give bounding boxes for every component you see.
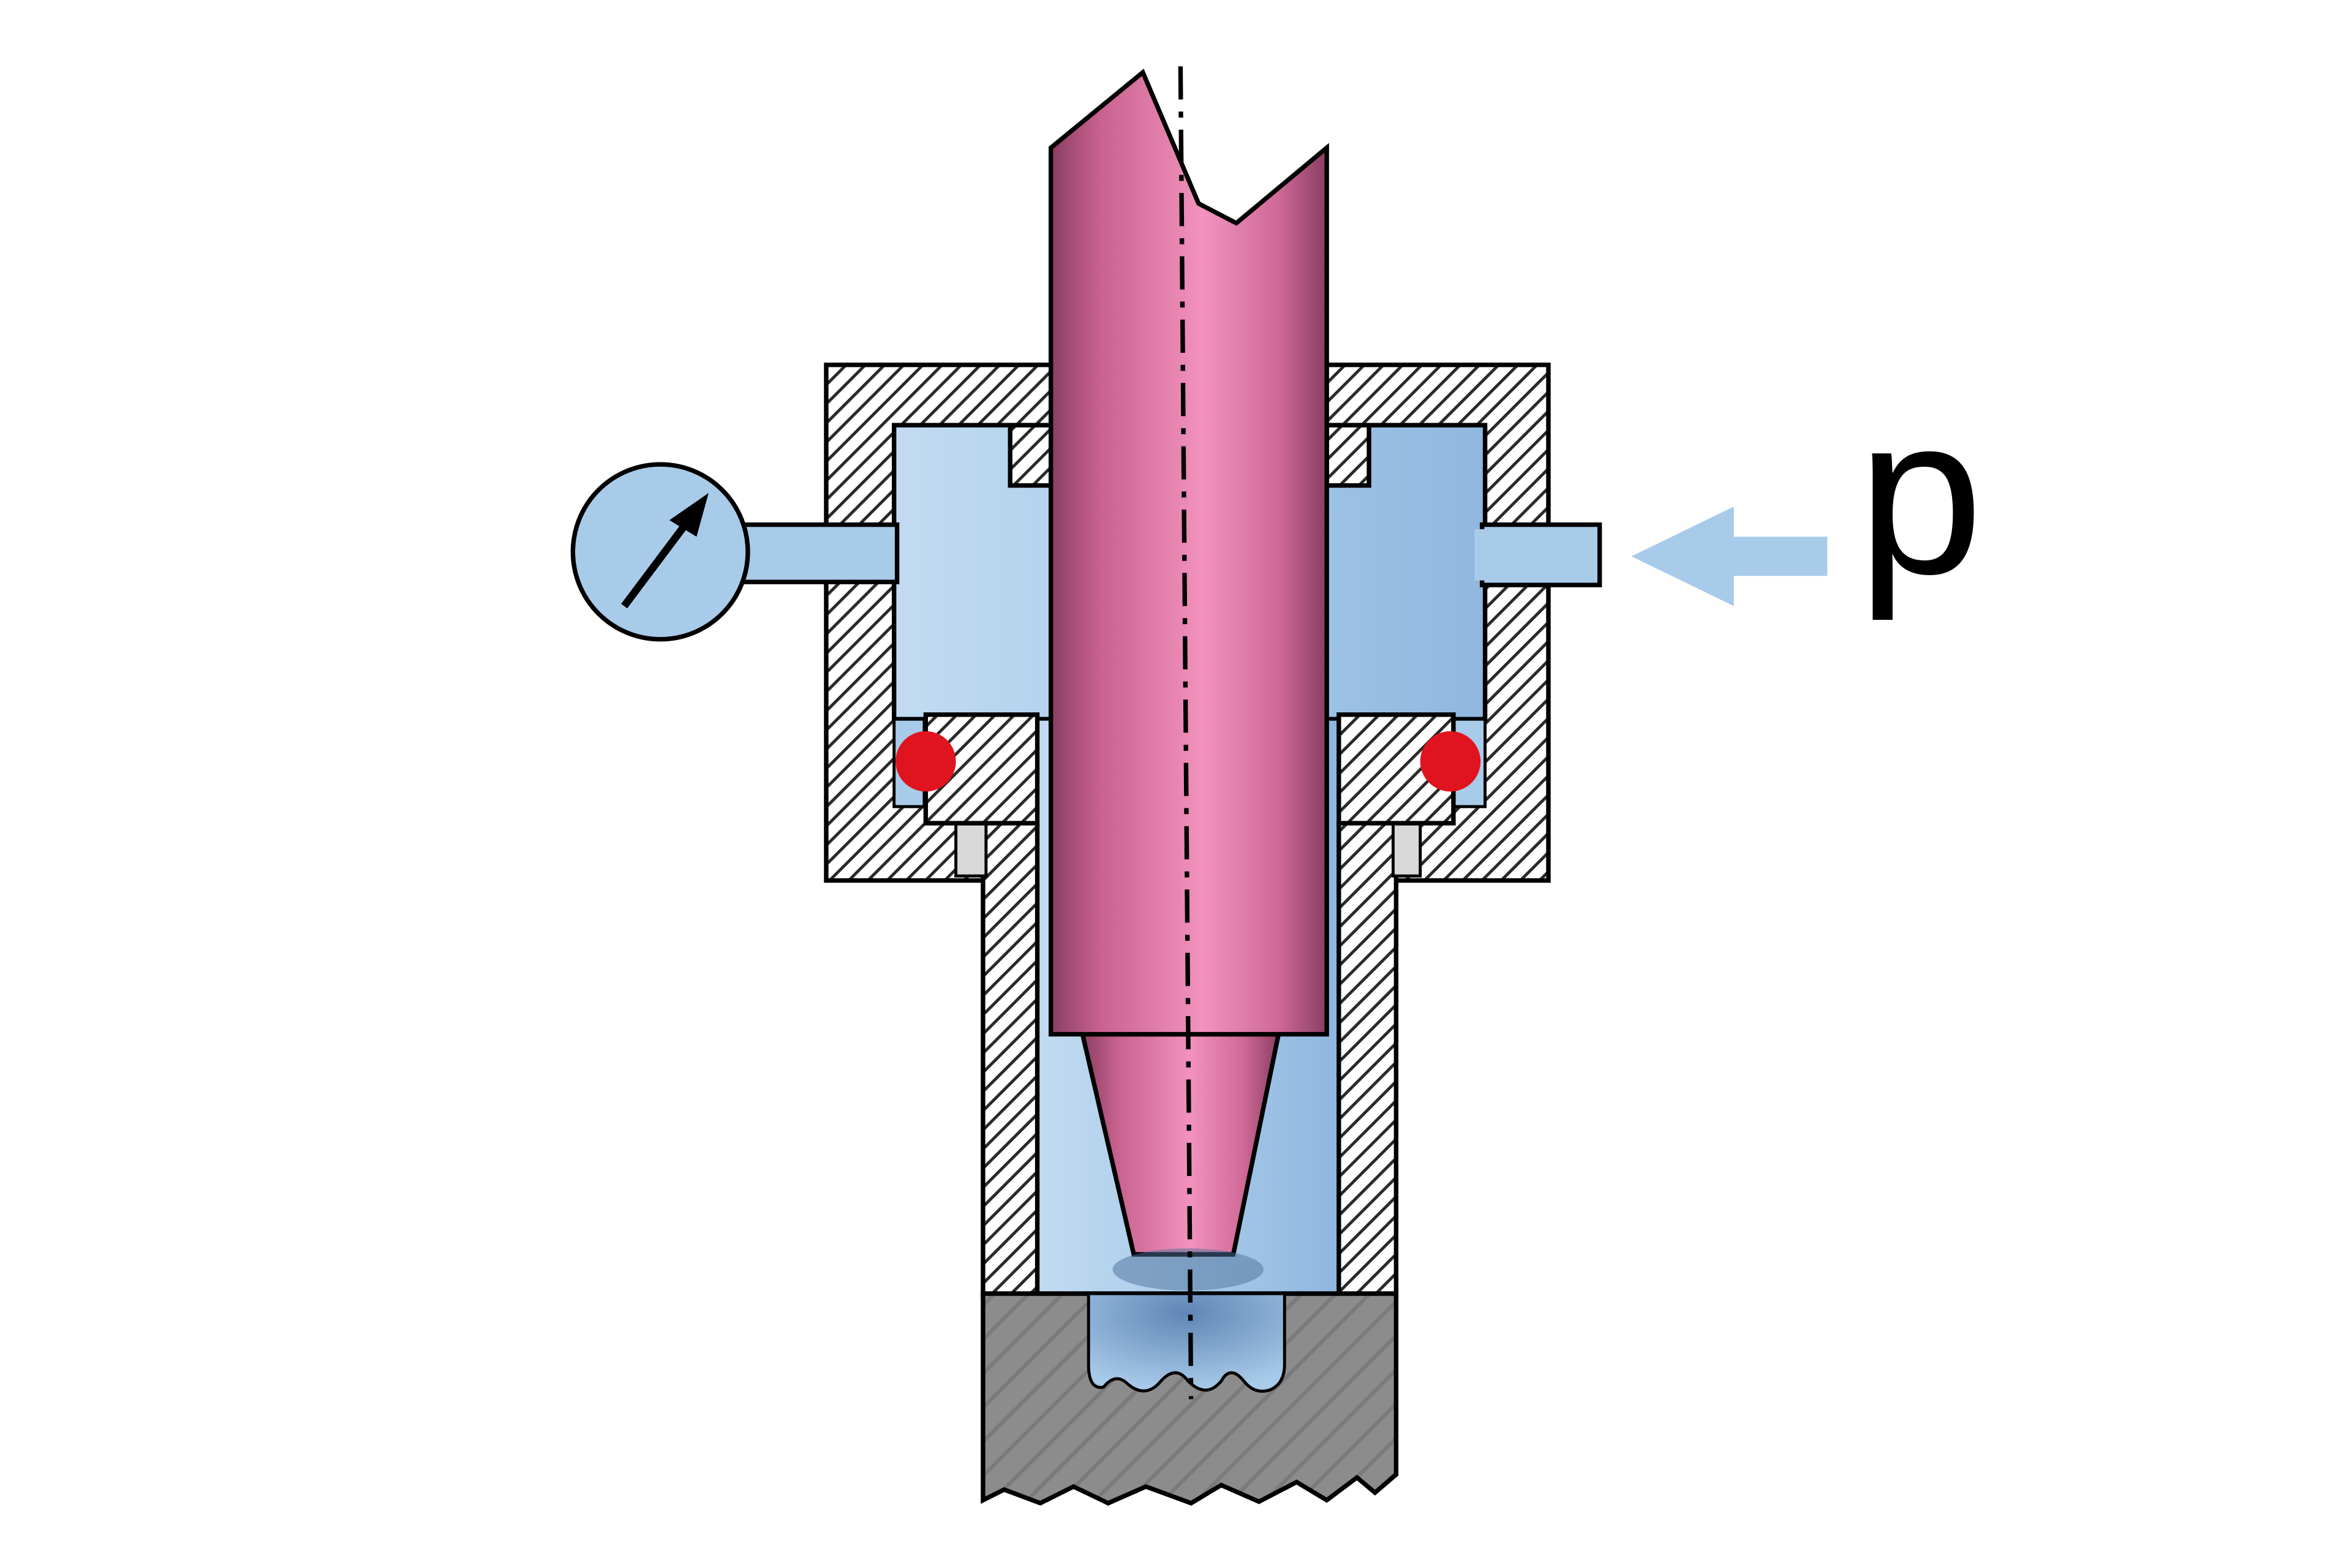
base-recess <box>1087 1292 1286 1393</box>
seals <box>895 731 1481 792</box>
seal-left <box>895 731 956 792</box>
shoulder-left <box>1008 423 1055 488</box>
arrow-left-icon <box>1631 507 1828 606</box>
piston-shaft <box>1049 69 1329 1037</box>
gauge-needle-tip <box>669 492 709 537</box>
seal-right <box>1420 731 1481 792</box>
center-axis-line <box>1178 66 1194 1400</box>
inlet-port <box>1474 507 1828 606</box>
pressure-gauge <box>570 462 900 642</box>
inlet-channel <box>1480 522 1602 587</box>
pressure-label: p <box>1858 369 1983 622</box>
shoulder-right <box>1324 423 1371 488</box>
gauge-line <box>721 522 900 584</box>
